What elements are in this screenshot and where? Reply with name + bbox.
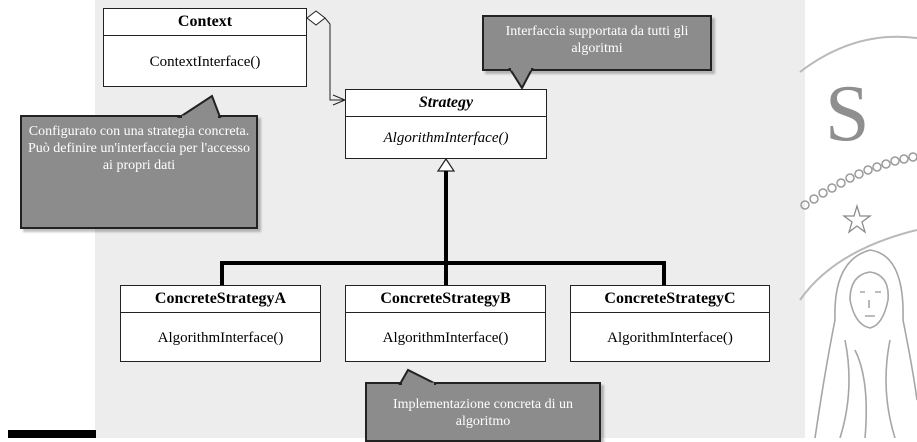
concrete-strategy-c-name: ConcreteStrategyC (571, 286, 769, 313)
context-note: Configurato con una strategia concreta. … (20, 115, 258, 229)
concrete-strategy-b-class[interactable]: ConcreteStrategyB AlgorithmInterface() (345, 285, 546, 362)
context-class[interactable]: Context ContextInterface() (103, 8, 307, 87)
slide-footer-bar (8, 430, 96, 438)
concrete-note: Implementazione concreta di un algoritmo (365, 382, 601, 442)
concrete-strategy-c-class[interactable]: ConcreteStrategyC AlgorithmInterface() (570, 285, 770, 362)
seal-star (842, 203, 872, 234)
strategy-class-operation: AlgorithmInterface() (383, 130, 509, 146)
context-note-text: Configurato con una strategia concreta. … (28, 124, 250, 173)
concrete-strategy-c-operation: AlgorithmInterface() (607, 330, 733, 346)
concrete-strategy-b-name: ConcreteStrategyB (346, 286, 545, 313)
seal-letter: S (825, 70, 870, 158)
concrete-strategy-a-class[interactable]: ConcreteStrategyA AlgorithmInterface() (120, 285, 321, 362)
concrete-strategy-a-name: ConcreteStrategyA (121, 286, 320, 313)
seal-figure (814, 249, 917, 438)
strategy-class[interactable]: Strategy AlgorithmInterface() (345, 89, 547, 159)
seal-logo: S (799, 35, 917, 438)
aggregation-line (324, 17, 345, 101)
strategy-class-name: Strategy (346, 90, 546, 117)
concrete-strategy-b-operation: AlgorithmInterface() (382, 330, 509, 346)
concrete-strategy-a-operation: AlgorithmInterface() (157, 330, 284, 346)
concrete-note-text: Implementazione concreta di un algoritmo (393, 397, 573, 429)
context-class-name: Context (104, 9, 306, 36)
context-class-operation: ContextInterface() (149, 54, 261, 70)
interface-note: Interfaccia supportata da tutti gli algo… (482, 15, 712, 71)
interface-note-text: Interfaccia supportata da tutti gli algo… (505, 24, 689, 56)
